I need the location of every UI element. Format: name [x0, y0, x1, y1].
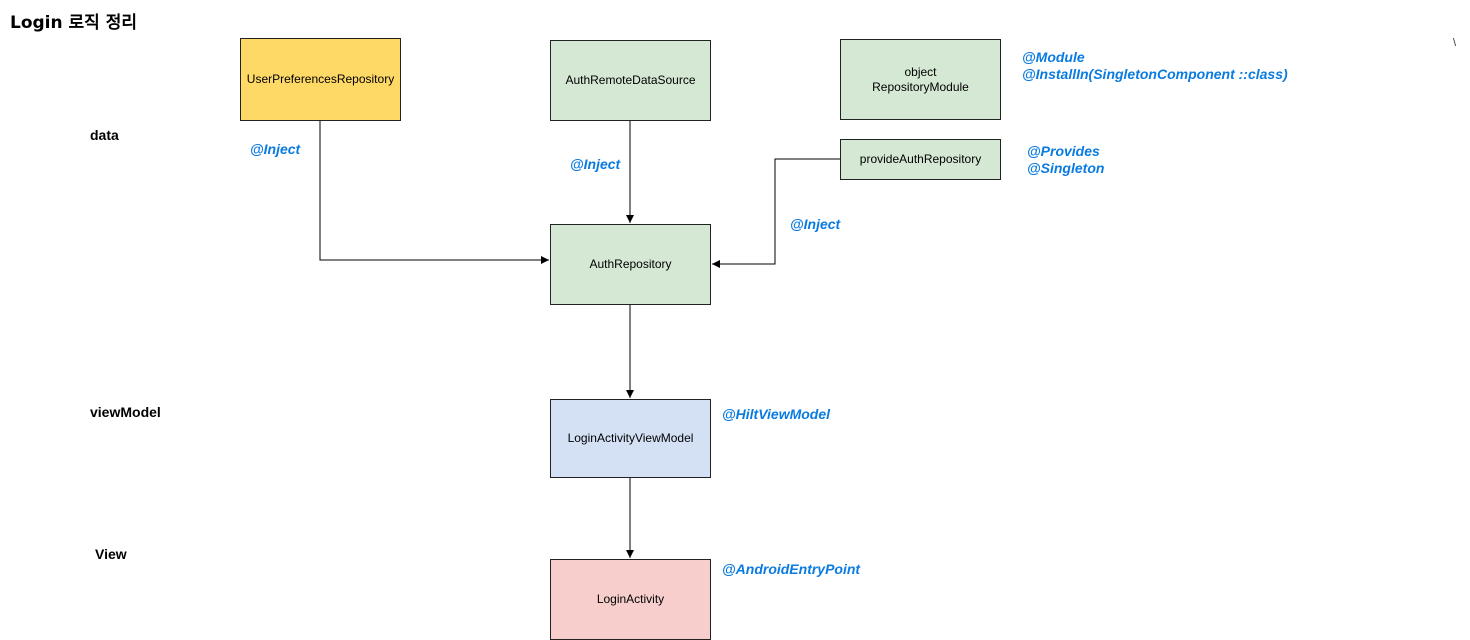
edge-provide-to-authrepo [712, 158, 840, 268]
annotation-provides-singleton: @Provides @Singleton [1027, 143, 1105, 176]
node-label: LoginActivity [596, 592, 665, 606]
stray-backslash-mark: \ [1453, 37, 1457, 49]
edge-userprefs-to-authrepo [319, 121, 549, 264]
annotation-android-entry-point: @AndroidEntryPoint [722, 561, 861, 577]
node-label: provideAuthRepository [859, 152, 982, 166]
node-provide-auth-repository[interactable]: provideAuthRepository [840, 139, 1001, 180]
annotation-module-installin: @Module @InstallIn(SingletonComponent ::… [1022, 49, 1288, 82]
node-user-preferences-repository[interactable]: UserPreferencesRepository [240, 38, 401, 121]
node-auth-remote-data-source[interactable]: AuthRemoteDataSource [550, 40, 711, 121]
layer-label-viewmodel: viewModel [90, 404, 161, 420]
node-label: AuthRepository [589, 257, 672, 271]
layer-label-data: data [90, 127, 119, 143]
node-repository-module[interactable]: object RepositoryModule [840, 39, 1001, 120]
annotation-inject-user-prefs: @Inject [250, 141, 301, 157]
node-login-activity-view-model[interactable]: LoginActivityViewModel [550, 399, 711, 478]
node-label: UserPreferencesRepository [246, 72, 395, 86]
node-auth-repository[interactable]: AuthRepository [550, 224, 711, 305]
node-label: AuthRemoteDataSource [565, 73, 696, 87]
annotation-hilt-view-model: @HiltViewModel [722, 406, 831, 422]
diagram-title: Login 로직 정리 [10, 13, 138, 33]
annotation-inject-provide: @Inject [790, 216, 841, 232]
node-login-activity[interactable]: LoginActivity [550, 559, 711, 640]
annotation-inject-remote: @Inject [570, 156, 621, 172]
node-label: LoginActivityViewModel [567, 431, 694, 445]
layer-label-view: View [95, 546, 127, 562]
node-label: object RepositoryModule [872, 64, 969, 94]
